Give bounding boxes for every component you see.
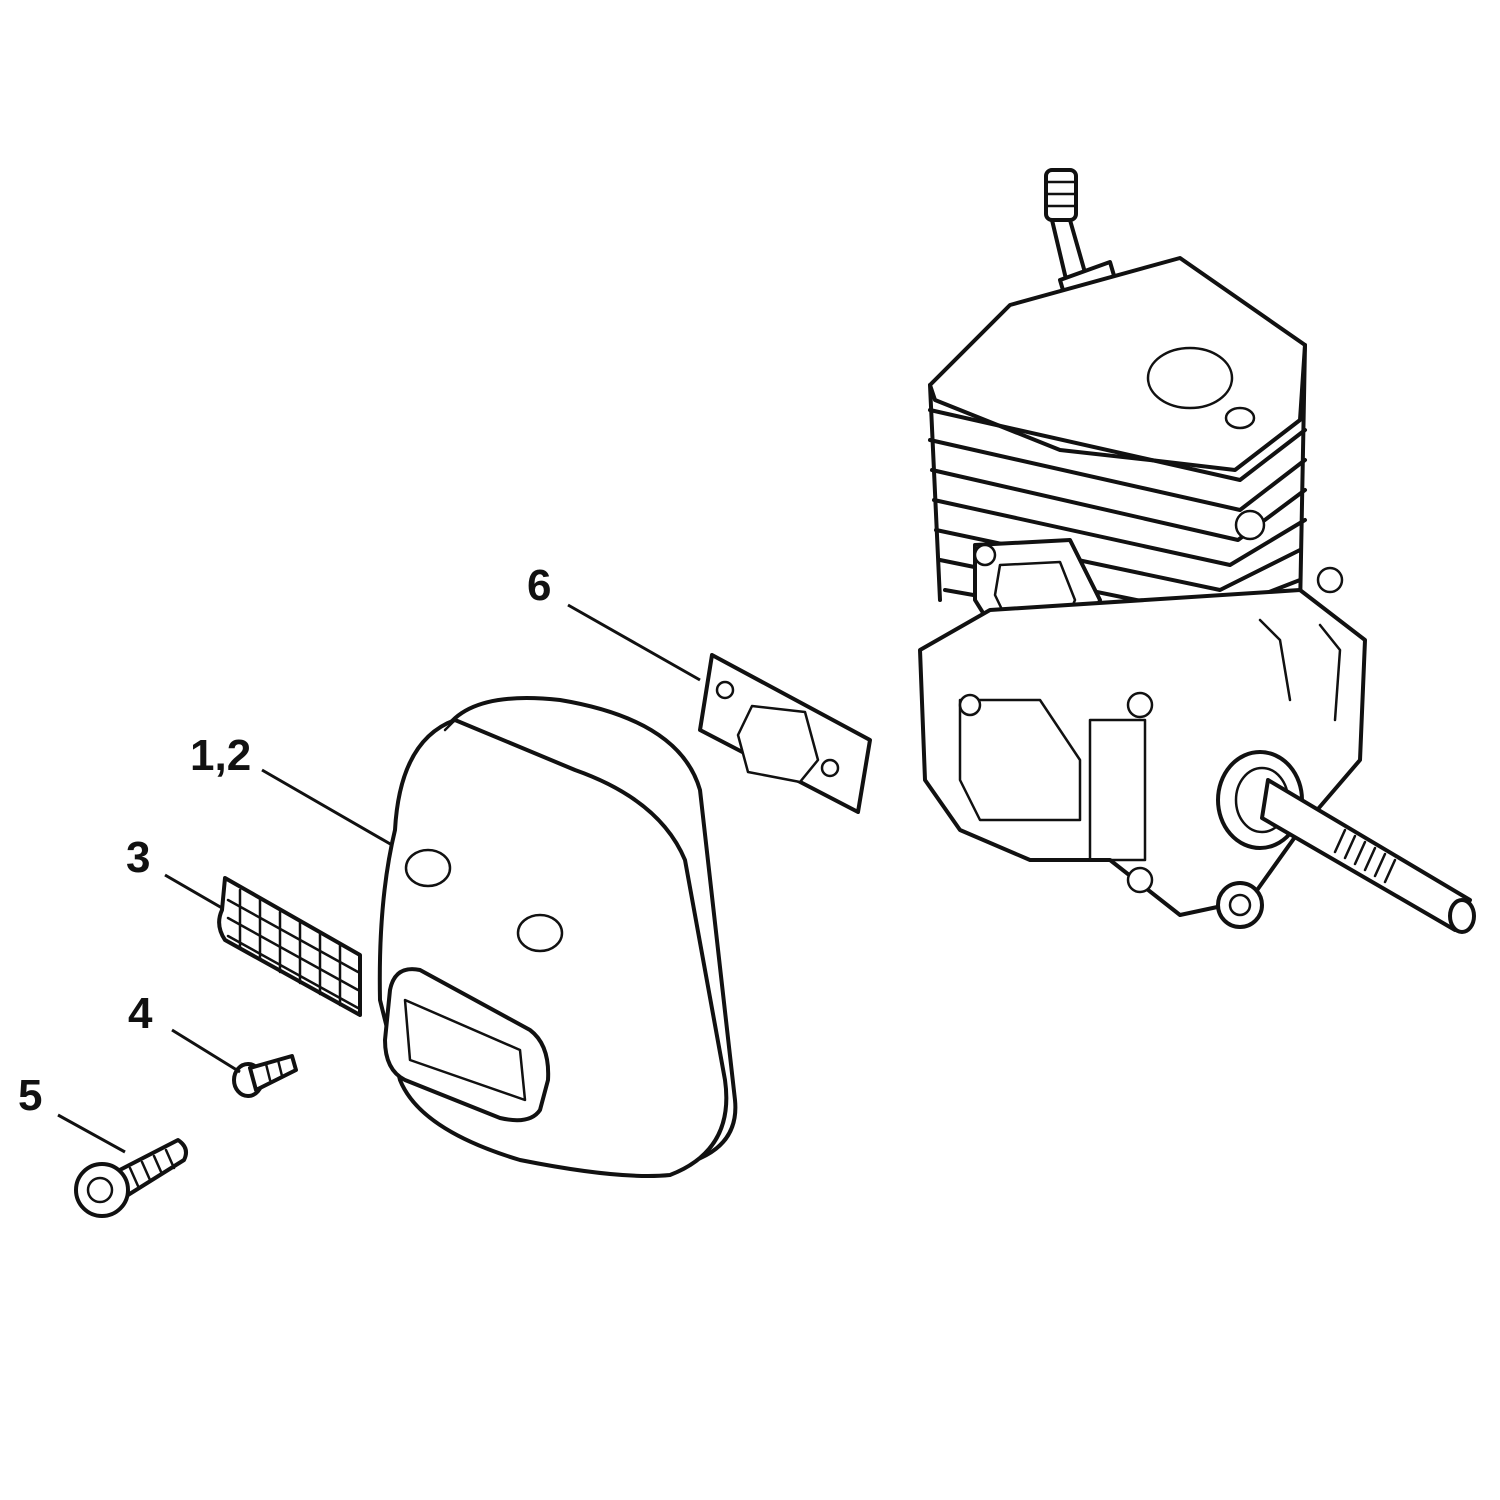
- leader-line-1-2: [261, 768, 393, 847]
- muffler: [377, 696, 738, 1178]
- callout-label-6: 6: [527, 561, 551, 610]
- socket-head-screw: [74, 1138, 188, 1218]
- leader-line-3: [164, 873, 223, 910]
- gasket: [698, 653, 872, 814]
- leader-line-6: [567, 603, 701, 682]
- crankshaft: [1216, 750, 1476, 934]
- callout-label-4: 4: [128, 989, 153, 1038]
- leader-line-5: [57, 1113, 126, 1154]
- cylinder-head: [928, 256, 1307, 472]
- spark-arresting-screen: [217, 876, 362, 1017]
- leader-line-4: [171, 1028, 241, 1074]
- callout-label-1-2: 1,2: [190, 731, 251, 780]
- self-tapping-screw: [232, 1054, 298, 1098]
- callout-label-3: 3: [126, 833, 150, 882]
- engine-assembly: [918, 168, 1476, 934]
- callout-label-5: 5: [18, 1071, 42, 1120]
- crankcase: [918, 588, 1367, 917]
